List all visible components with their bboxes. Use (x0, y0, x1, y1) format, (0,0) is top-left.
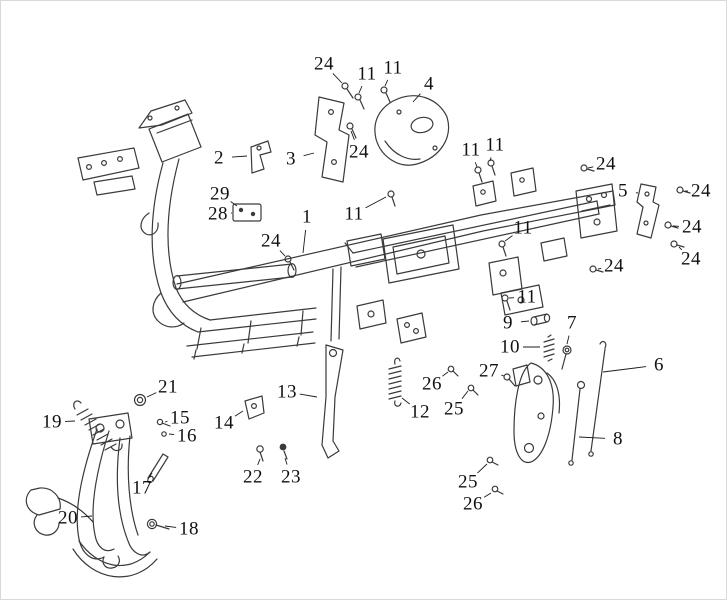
leader-lines (64, 73, 688, 528)
bolt-11 (498, 240, 507, 257)
leader-line-13 (299, 393, 318, 398)
part-16-nut (161, 431, 167, 437)
bolt-24 (284, 255, 295, 271)
part-28-29-plate (232, 203, 262, 222)
leader-line-6 (602, 366, 647, 373)
leader-line-9 (520, 320, 530, 323)
leader-line-4 (412, 93, 421, 103)
bolt-24 (341, 82, 354, 99)
frame-drawing (25, 82, 691, 578)
frame-head (77, 99, 202, 236)
part-22-screw (256, 445, 264, 462)
part-18-bolt (146, 518, 170, 530)
leader-line-27 (501, 374, 505, 377)
leader-line-11 (474, 162, 478, 168)
part-linkage-bracket (512, 362, 561, 464)
leader-line-25 (461, 390, 469, 399)
leader-line-8 (578, 436, 606, 439)
bolt-11 (474, 166, 483, 183)
frame-top-tabs (472, 167, 537, 207)
bolt-11 (487, 159, 496, 176)
leader-line-1 (302, 229, 307, 254)
part-17-pin (147, 453, 169, 484)
leader-line-20 (80, 515, 93, 518)
leader-line-24 (350, 130, 355, 141)
bolt-24 (580, 164, 595, 172)
leader-line-3 (303, 152, 315, 157)
bolt-11 (354, 93, 365, 110)
leader-line-26 (483, 492, 492, 498)
leader-line-15 (164, 420, 168, 423)
leader-line-16 (168, 433, 175, 436)
part-13-side-stand (321, 344, 344, 459)
bolt-24 (676, 186, 691, 194)
part-20-center-stand (25, 412, 158, 578)
leader-line-23 (284, 457, 288, 465)
leader-line-11 (365, 196, 387, 209)
part-6-rod (588, 340, 607, 457)
leader-line-18 (164, 525, 177, 528)
leader-line-17 (148, 472, 153, 478)
part-15-bolt (156, 418, 171, 427)
frame-mid-brackets (346, 224, 568, 344)
leader-line-11 (358, 85, 363, 94)
part-12-spring (388, 357, 402, 407)
leader-line-24 (587, 166, 594, 169)
frame-downtube (151, 158, 211, 333)
part-27-bolt (503, 373, 516, 387)
bolt-24 (664, 221, 679, 229)
bolt-25 (467, 384, 479, 396)
bolt-26 (447, 365, 459, 377)
part-7-bolt (561, 345, 572, 370)
leader-line-22 (257, 458, 261, 466)
leader-line-12 (401, 397, 410, 405)
leader-line-24 (279, 250, 286, 257)
frame-lower-cradle (186, 266, 342, 360)
leader-line-26 (442, 371, 449, 377)
bolt-24 (670, 240, 685, 248)
leader-line-14 (234, 410, 244, 417)
leader-line-11 (489, 157, 492, 162)
part-5-bracket (636, 183, 660, 239)
part-14-bracket (244, 395, 265, 420)
bolt-11 (387, 190, 396, 207)
bolt-26 (491, 485, 504, 495)
leader-line-11 (384, 79, 389, 87)
leader-line-2 (231, 155, 248, 158)
part-9-pin (530, 313, 551, 326)
part-23-bolt (279, 443, 288, 460)
frame-seat-rail (344, 200, 600, 268)
part-8-bolt (568, 380, 586, 466)
frame-rear-plate (575, 183, 618, 239)
bolt-11 (380, 86, 391, 103)
leader-line-29 (230, 201, 238, 207)
part-3-bracket (314, 96, 350, 183)
part-21-ring (133, 393, 147, 407)
leader-line-7 (566, 335, 570, 345)
leader-line-25 (477, 463, 488, 474)
leader-line-24 (678, 246, 683, 251)
part-2-bracket (250, 140, 272, 174)
bolt-25 (486, 456, 499, 466)
bolt-24 (589, 265, 604, 273)
leader-line-24 (332, 73, 343, 84)
leader-line-21 (146, 392, 157, 398)
leader-line-24 (597, 267, 602, 270)
part-4-cover (374, 95, 449, 166)
frame-crosstube (172, 263, 297, 290)
leader-line-11 (504, 235, 513, 242)
bolt-11 (501, 294, 511, 311)
part-10-spring (543, 334, 555, 362)
bolt-24 (346, 122, 357, 139)
